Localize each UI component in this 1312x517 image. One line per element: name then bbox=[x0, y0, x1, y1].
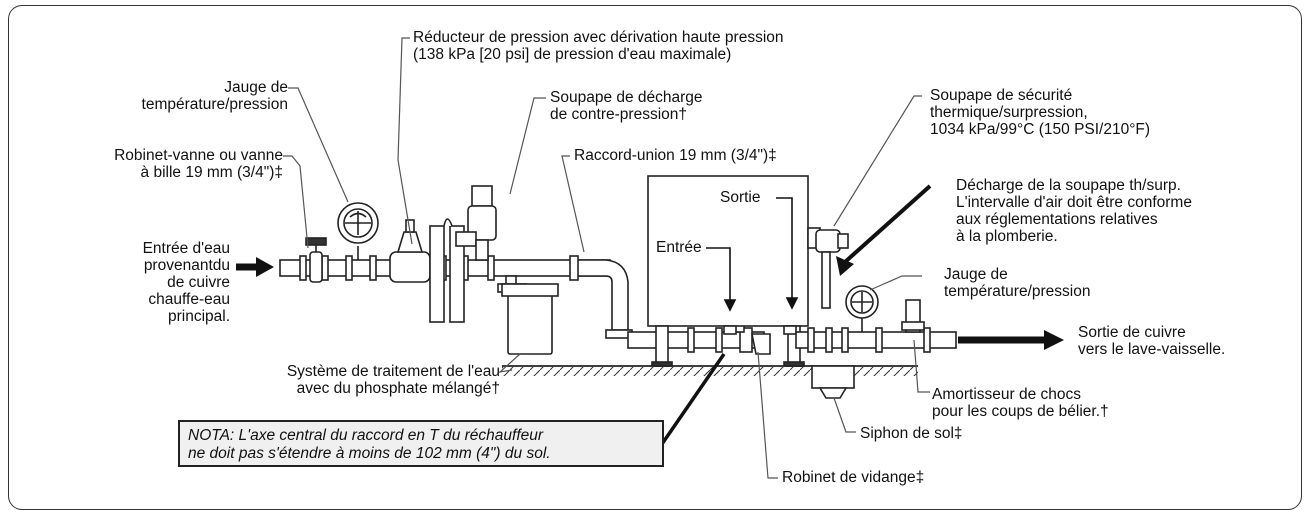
safety-valve-label-line3: 1034 kPa/99°C (150 PSI/210°F) bbox=[930, 121, 1151, 138]
backpressure-valve-label-line2: de contre-pression† bbox=[550, 106, 687, 123]
copper-outlet-label: Sortie de cuivre vers le lave-vaisselle. bbox=[1078, 324, 1225, 358]
water-treatment-label: Système de traitement de l'eau avec du p… bbox=[170, 363, 500, 397]
safety-relief-valve-icon bbox=[807, 227, 849, 309]
bypass-pipe bbox=[429, 218, 465, 323]
water-treatment-label-line2: avec du phosphate mélangé† bbox=[296, 380, 500, 397]
copper-outlet-label-line1: Sortie de cuivre bbox=[1078, 324, 1186, 341]
water-inlet-label: Entrée d'eau provenantdu de cuivre chauf… bbox=[70, 240, 230, 325]
outlet-pipe bbox=[795, 327, 957, 353]
gauge-right-label-line1: Jauge de bbox=[944, 266, 1008, 283]
floor-drain-icon bbox=[811, 365, 855, 399]
backpressure-valve-label-line1: Soupape de décharge bbox=[550, 89, 703, 106]
drain-valve-label: Robinet de vidange‡ bbox=[782, 469, 925, 486]
pressure-reducer-label: Réducteur de pression avec dérivation ha… bbox=[413, 29, 784, 63]
ball-valve-label-line2: à bille 19 mm (3/4")‡ bbox=[140, 164, 283, 181]
elbow-pipe bbox=[569, 255, 633, 339]
water-inlet-label-line2: provenantdu bbox=[143, 257, 230, 274]
safety-valve-label-line2: thermique/surpression, bbox=[930, 104, 1088, 121]
discharge-arrow bbox=[836, 184, 932, 276]
shock-absorber-label-line1: Amortisseur de chocs bbox=[932, 386, 1082, 403]
gauge-left-label-line2: température/pression bbox=[141, 96, 288, 113]
inlet-pipe bbox=[279, 255, 611, 281]
water-hammer-arrestor-icon bbox=[901, 299, 925, 333]
shock-absorber-label-line2: pour les coups de bélier.† bbox=[932, 403, 1109, 420]
ball-valve-label-line1: Robinet-vanne ou vanne bbox=[114, 147, 283, 164]
gauge-right-label: Jauge de température/pression bbox=[944, 266, 1090, 300]
safety-valve-label-line1: Soupape de sécurité bbox=[930, 87, 1073, 104]
nota-box: NOTA: L'axe central du raccord en T du r… bbox=[178, 420, 664, 467]
backpressure-relief-valve-icon bbox=[455, 185, 497, 261]
discharge-label-line3: aux réglementations relatives bbox=[956, 211, 1158, 228]
inlet-arrow bbox=[236, 257, 274, 277]
nota-pointer bbox=[660, 353, 726, 445]
nota-line1: NOTA: L'axe central du raccord en T du r… bbox=[188, 427, 544, 444]
flow-leader-arrows bbox=[706, 197, 799, 312]
gauge-left-label: Jauge de température/pression bbox=[130, 79, 288, 113]
sortie-label: Sortie bbox=[720, 189, 761, 206]
heater-connections bbox=[723, 325, 797, 335]
heater-feed-pipe bbox=[627, 327, 771, 359]
ball-valve-icon bbox=[305, 237, 327, 283]
backpressure-valve-label: Soupape de décharge de contre-pression† bbox=[550, 89, 703, 123]
water-inlet-label-line1: Entrée d'eau bbox=[142, 240, 230, 257]
water-treatment-label-line1: Système de traitement de l'eau bbox=[286, 363, 500, 380]
water-inlet-label-line4: chauffe-eau bbox=[148, 291, 230, 308]
safety-valve-label: Soupape de sécurité thermique/surpressio… bbox=[930, 87, 1150, 138]
pressure-reducer-label-line2: (138 kPa [20 psi] de pression d'eau maxi… bbox=[413, 46, 732, 63]
temperature-pressure-gauge-icon-right bbox=[845, 285, 879, 332]
discharge-label-line1: Décharge de la soupape th/surp. bbox=[956, 177, 1181, 194]
outlet-arrow bbox=[958, 330, 1064, 350]
water-treatment-filter-icon bbox=[497, 275, 559, 355]
gauge-right-label-line2: température/pression bbox=[944, 283, 1091, 300]
pressure-reducer-icon bbox=[389, 219, 431, 283]
pressure-reducer-label-line1: Réducteur de pression avec dérivation ha… bbox=[413, 29, 784, 46]
discharge-label-line4: à la plomberie. bbox=[956, 228, 1058, 245]
copper-outlet-label-line2: vers le lave-vaisselle. bbox=[1078, 341, 1226, 358]
nota-line2: ne doit pas s'étendre à moins de 102 mm … bbox=[188, 445, 551, 462]
shock-absorber-label: Amortisseur de chocs pour les coups de b… bbox=[932, 386, 1109, 420]
gauge-left-label-line1: Jauge de bbox=[224, 79, 288, 96]
leader-lines bbox=[283, 37, 930, 479]
union-label-text: Raccord-union 19 mm (3/4")‡ bbox=[574, 147, 777, 164]
floor-drain-label: Siphon de sol‡ bbox=[860, 425, 963, 442]
discharge-label-line2: L'intervalle d'air doit être conforme bbox=[956, 194, 1192, 211]
ball-valve-label: Robinet-vanne ou vanne à bille 19 mm (3/… bbox=[40, 147, 283, 181]
temperature-pressure-gauge-icon bbox=[337, 202, 379, 260]
union-label: Raccord-union 19 mm (3/4")‡ bbox=[574, 147, 777, 164]
entree-label: Entrée bbox=[656, 239, 702, 256]
diagram-frame bbox=[8, 5, 1302, 510]
discharge-label: Décharge de la soupape th/surp. L'interv… bbox=[956, 177, 1192, 245]
water-inlet-label-line5: principal. bbox=[167, 308, 230, 325]
water-inlet-label-line3: de cuivre bbox=[167, 274, 230, 291]
